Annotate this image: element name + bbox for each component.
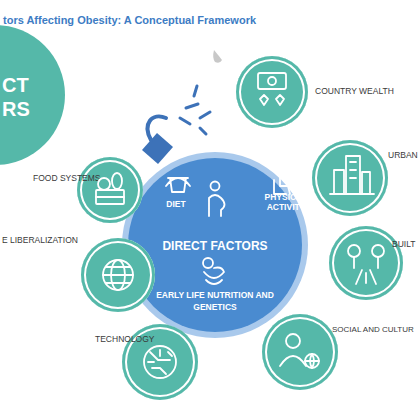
direct-factors-bomb: DIETPHYSICAL ACTIVITYDIRECT FACTORSEARLY… bbox=[128, 158, 302, 332]
city-icon bbox=[330, 156, 374, 194]
tree-icon bbox=[372, 245, 384, 257]
factor-heading: COUNTRY WEALTH bbox=[315, 87, 394, 97]
baby-icon-head bbox=[203, 258, 213, 268]
person-icon-head bbox=[286, 334, 300, 348]
spark-lines bbox=[180, 86, 210, 134]
crate-slat bbox=[96, 196, 124, 198]
activity-icon-body bbox=[274, 175, 290, 194]
circuit-lines bbox=[148, 350, 172, 374]
world-icon bbox=[103, 260, 133, 290]
tree-icon bbox=[348, 245, 360, 257]
factor-circle: URBAN bbox=[312, 140, 388, 216]
mother-icon-head bbox=[211, 182, 220, 191]
factor-circle: E LIBERALIZATION bbox=[81, 238, 155, 312]
world-meridian bbox=[111, 260, 125, 290]
diamond-icon bbox=[260, 95, 284, 105]
road-icon bbox=[354, 257, 378, 284]
world-parallels bbox=[103, 267, 133, 283]
activity-icon-head bbox=[277, 167, 284, 174]
banknote-coin bbox=[268, 77, 276, 85]
diagram-title: tors Affecting Obesity: A Conceptual Fra… bbox=[3, 14, 256, 27]
factor-circle: BUILT bbox=[329, 226, 403, 300]
baby-icon-body bbox=[204, 268, 224, 285]
person-icon-body bbox=[280, 356, 306, 366]
diet-icon bbox=[166, 178, 190, 192]
bomb-fuse bbox=[142, 86, 210, 164]
direct-factor-label: EARLY LIFE NUTRITION AND GENETICS bbox=[156, 289, 274, 313]
direct-icons bbox=[166, 167, 290, 285]
banknote-icon bbox=[258, 73, 286, 89]
factor-circle: SOCIAL AND CULTUR bbox=[262, 314, 338, 390]
factor-heading: E LIBERALIZATION bbox=[2, 236, 78, 246]
fuse-line bbox=[148, 116, 166, 140]
mother-icon-body bbox=[209, 195, 225, 216]
factor-heading: FOOD SYSTEMS bbox=[33, 174, 101, 184]
factor-heading: BUILT bbox=[392, 240, 415, 250]
direct-factor-label: DIET bbox=[156, 200, 196, 210]
globe-icon bbox=[305, 354, 319, 368]
indirect-heading: CT RS bbox=[2, 73, 36, 121]
chip-icon bbox=[144, 346, 176, 378]
factor-heading: SOCIAL AND CULTUR bbox=[332, 325, 414, 334]
factor-heading: TECHNOLOGY bbox=[95, 335, 155, 345]
drop-mark bbox=[213, 50, 222, 63]
bomb-cap bbox=[142, 133, 173, 164]
indirect-icons bbox=[96, 73, 384, 378]
indirect-factors-circle: CT RS bbox=[0, 25, 65, 165]
bread-icon bbox=[112, 173, 122, 189]
direct-heading: DIRECT FACTORS bbox=[145, 240, 285, 254]
crate-icon bbox=[96, 190, 124, 204]
factor-circle: COUNTRY WEALTH bbox=[236, 56, 308, 128]
direct-factor-label: PHYSICAL ACTIVITY bbox=[258, 193, 314, 213]
apple-icon bbox=[98, 178, 110, 190]
factor-circle: TECHNOLOGY bbox=[122, 324, 198, 400]
factor-circle: FOOD SYSTEMS bbox=[77, 157, 143, 223]
factor-heading: URBAN bbox=[388, 151, 418, 161]
globe-lines bbox=[305, 354, 319, 368]
